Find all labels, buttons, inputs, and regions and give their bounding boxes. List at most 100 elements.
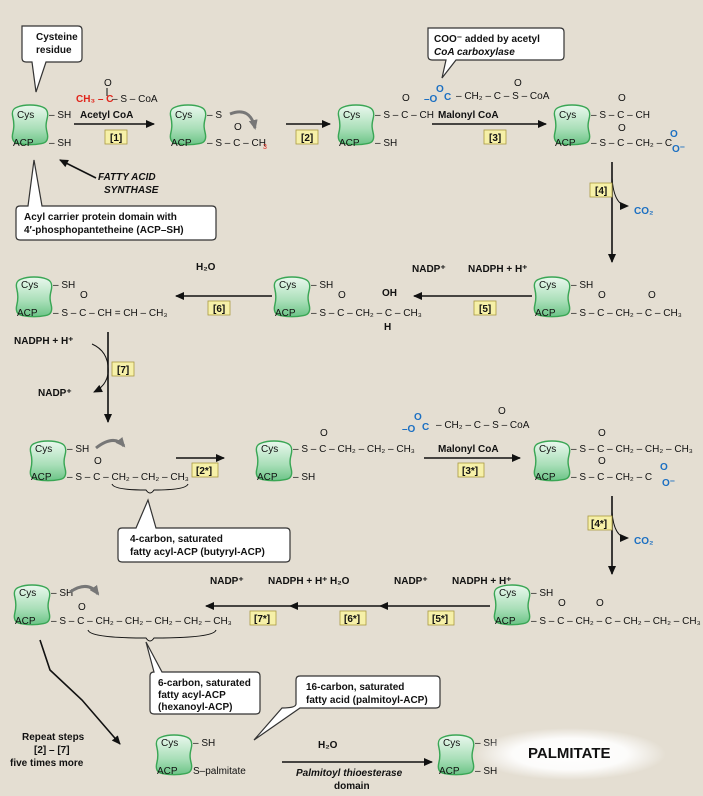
svg-text:– SH: – SH [531,588,553,599]
svg-text:O: O [618,93,626,104]
enzyme-complex-4: Cys ACP – S – C – CH – S – C – CH₂ – C O… [553,93,685,155]
svg-text:– S – C – CH: – S – C – CH [375,110,434,121]
svg-text:O: O [436,84,444,95]
svg-text:O: O [670,129,678,140]
svg-text:– SH: – SH [53,280,75,291]
nadph-label-2: NADPH + H⁺ [14,336,73,347]
svg-text:O: O [596,598,604,609]
svg-text:O: O [234,122,242,133]
repeat-steps-line2: [2] – [7] [34,745,70,756]
svg-text:Cys: Cys [161,738,178,749]
svg-text:– S – C – CH₂ – C – CH₃: – S – C – CH₂ – C – CH₃ [571,308,682,319]
svg-text:ACP: ACP [275,308,296,319]
callout-acp-line1: Acyl carrier protein domain with [24,212,177,223]
svg-text:O: O [648,290,656,301]
svg-text:Cys: Cys [35,444,52,455]
enzyme-complex-6: Cys ACP – SH – S – C – CH₂ – C – CH₃ O O… [273,275,422,333]
svg-text:CH₃ – C: CH₃ – C [76,94,113,105]
callout-butyryl-line2: fatty acyl-ACP (butyryl-ACP) [130,547,265,558]
svg-text:– S – C – CH = CH – CH₃: – S – C – CH = CH – CH₃ [53,308,167,319]
svg-text:O: O [104,78,112,89]
enzyme-complex-10: Cys ACP – S – C – CH₂ – CH₂ – CH₃ – S – … [533,428,693,489]
palmitate-product-label: PALMITATE [528,745,611,762]
svg-text:ACP: ACP [257,472,278,483]
callout-acp-line2: 4′-phosphopantetheine (ACP–SH) [24,225,184,236]
svg-text:3: 3 [263,144,267,151]
acp-label: ACP [13,138,34,149]
step-4-label: [4] [595,186,607,197]
nadp-label: NADP⁺ [412,264,446,275]
step-3-star-label: [3*] [462,466,478,477]
callout-cysteine-line1: Cysteine [36,32,78,43]
svg-text:NADP⁺: NADP⁺ [394,576,428,587]
enzyme-complex-5: Cys ACP – SH – S – C – CH₂ – C – CH₃ O O [533,275,682,319]
enzyme-complex-9: Cys ACP – S – C – CH₂ – CH₂ – CH₃ – SH O [255,428,415,483]
svg-text:ACP: ACP [535,308,556,319]
sh-label: – SH [49,110,71,121]
svg-text:NADPH + H⁺: NADPH + H⁺ [268,576,327,587]
step-3-label: [3] [489,133,501,144]
svg-text:– S – C – CH: – S – C – CH [207,138,266,149]
svg-text:O: O [78,602,86,613]
svg-text:– S: – S [207,110,222,121]
svg-text:ACP: ACP [495,616,516,627]
enzyme-complex-13: Cys ACP – SH S–palmitate [155,733,246,777]
svg-text:–O: –O [424,94,438,105]
callout-palmitoyl-acp: 16-carbon, saturated fatty acid (palmito… [253,675,441,741]
svg-text:H: H [384,322,391,333]
svg-text:ACP: ACP [15,616,36,627]
svg-text:O: O [338,290,346,301]
acetyl-coa-label: Acetyl CoA [80,110,133,121]
svg-text:ACP: ACP [157,766,178,777]
callout-palmitoyl-line1: 16-carbon, saturated [306,682,404,693]
svg-text:Cys: Cys [279,280,296,291]
svg-text:– SH: – SH [193,738,215,749]
repeat-steps-line3: five times more [10,758,84,769]
callout-carboxylase-line1: COO⁻ added by acetyl [434,34,540,45]
svg-text:– SH: – SH [67,444,89,455]
step-1-label: [1] [110,133,122,144]
svg-text:NADPH + H⁺: NADPH + H⁺ [452,576,511,587]
svg-text:Cys: Cys [499,588,516,599]
thioesterase-label-1: Palmitoyl thioesterase [296,768,403,779]
svg-text:– CH₂ – C – S – CoA: – CH₂ – C – S – CoA [436,420,530,431]
svg-text:– CH₂ – C – S – CoA: – CH₂ – C – S – CoA [456,91,550,102]
co2-label-2: CO₂ [634,536,653,547]
svg-text:– SH: – SH [51,588,73,599]
callout-hexanoyl-acp: 6-carbon, saturated fatty acyl-ACP (hexa… [145,641,261,715]
thioesterase-label-2: domain [334,781,370,792]
fatty-acid-synthase-label: FATTY ACID SYNTHASE [59,159,159,196]
svg-text:– S – C – CH₂ – CH₂ – CH₃: – S – C – CH₂ – CH₂ – CH₃ [67,472,189,483]
svg-text:Cys: Cys [261,444,278,455]
enzyme-complex-7: Cys ACP – SH – S – C – CH = CH – CH₃ O [15,275,167,319]
callout-hexanoyl-line1: 6-carbon, saturated [158,678,251,689]
callout-acp-domain: Acyl carrier protein domain with 4′-phos… [15,159,217,241]
step-5-label: [5] [479,304,491,315]
callout-cysteine-residue: Cysteine residue [21,25,83,93]
svg-text:O: O [660,462,668,473]
svg-text:NADP⁺: NADP⁺ [210,576,244,587]
svg-text:Cys: Cys [19,588,36,599]
svg-text:ACP: ACP [339,138,360,149]
svg-text:FATTY ACID: FATTY ACID [98,172,156,183]
svg-text:ACP: ACP [171,138,192,149]
svg-text:O: O [598,290,606,301]
svg-text:OH: OH [382,288,397,299]
enzyme-complex-11: Cys ACP – SH – S – C – CH₂ – C – CH₂ – C… [493,583,701,627]
callout-hexanoyl-line3: (hexanoyl-ACP) [158,702,232,713]
malonyl-coa-label-1: Malonyl CoA [438,110,499,121]
s-palmitate-label: S–palmitate [193,766,246,777]
step-2-label: [2] [301,133,313,144]
svg-text:ACP: ACP [555,138,576,149]
svg-text:O: O [598,456,606,467]
svg-text:– S – C – CH₂ – CH₂ – CH₂ – CH: – S – C – CH₂ – CH₂ – CH₂ – CH₂ – CH₃ [51,616,232,627]
svg-text:– S – C – CH: – S – C – CH [591,110,650,121]
svg-text:– S – C – CH₂ – C – CH₂ – CH₂: – S – C – CH₂ – C – CH₂ – CH₂ – CH₃ [531,616,701,627]
callout-butyryl-acp: 4-carbon, saturated fatty acyl-ACP (buty… [117,498,291,563]
svg-text:H₂O: H₂O [318,740,338,751]
svg-text:–O: –O [402,424,416,435]
svg-text:Cys: Cys [559,110,576,121]
step-6-star-label: [6*] [344,614,360,625]
svg-text:– S – C – CH₂ – C: – S – C – CH₂ – C [591,138,672,149]
